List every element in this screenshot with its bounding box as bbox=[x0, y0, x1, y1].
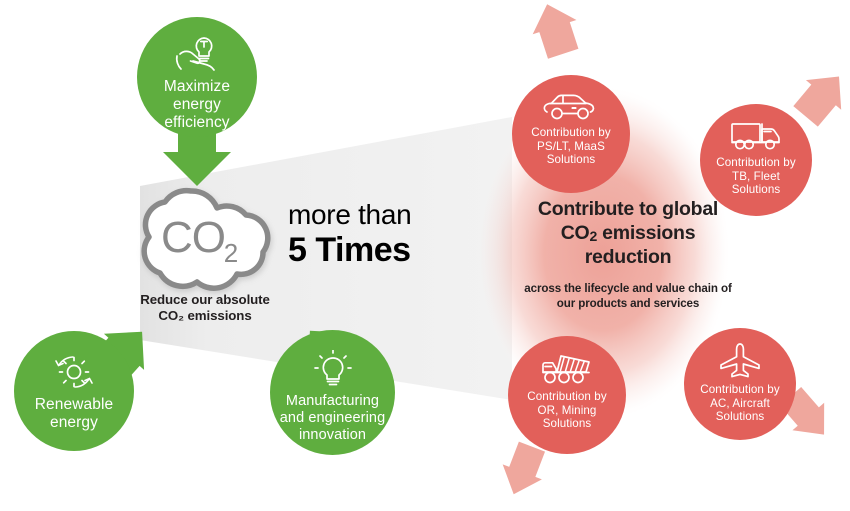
contribute-headline-block: Contribute to global CO2 emissions reduc… bbox=[508, 198, 748, 312]
driver-node-renewable-energy[interactable]: Renewable energy bbox=[14, 331, 134, 451]
contribution-label-ac-aircraft-solutions: Contribution by AC, Aircraft Solutions bbox=[696, 383, 783, 424]
contribute-heading: Contribute to global CO2 emissions reduc… bbox=[508, 198, 748, 269]
pink-arrow-down-left bbox=[502, 441, 546, 495]
driver-label-manufacturing-and-engineering-innovation: Manufacturing and engineering innovation bbox=[276, 393, 390, 443]
co2-subscript: 2 bbox=[589, 228, 597, 245]
contribution-label-tb-fleet-solutions: Contribution by TB, Fleet Solutions bbox=[712, 156, 799, 197]
co2-post: emissions bbox=[597, 221, 696, 244]
label-line: innovation bbox=[298, 426, 367, 443]
driver-node-manufacturing-and-engineering-innovation[interactable]: Manufacturing and engineering innovation bbox=[270, 330, 395, 455]
contribute-heading-line1: Contribute to global bbox=[537, 198, 719, 220]
label-line: Solutions bbox=[546, 153, 596, 167]
label-line: Contribution by bbox=[716, 156, 796, 169]
co2-cloud-icon: CO 2 bbox=[141, 187, 271, 291]
contribution-label-or-mining-solutions: Contribution by OR, Mining Solutions bbox=[523, 390, 610, 431]
contribute-subtitle-line2: our products and services bbox=[556, 297, 700, 311]
label-line: Solutions bbox=[731, 183, 781, 197]
label-line: and engineering bbox=[279, 409, 386, 426]
multiplier-headline: more than 5 Times bbox=[288, 199, 488, 270]
label-line: Contribution by bbox=[700, 383, 780, 396]
lightbulb-in-hand-icon bbox=[175, 37, 215, 71]
contribute-subtitle: across the lifecycle and value chain of … bbox=[508, 282, 748, 311]
label-line: TB, Fleet bbox=[732, 169, 780, 183]
label-line: Manufacturing bbox=[285, 393, 380, 409]
contribution-node-tb-fleet-solutions[interactable]: Contribution by TB, Fleet Solutions bbox=[700, 104, 812, 216]
contribute-subtitle-line1: across the lifecycle and value chain of bbox=[524, 282, 732, 296]
label-line: efficiency bbox=[164, 113, 230, 131]
truck-icon bbox=[731, 123, 780, 150]
contribute-heading-line2: CO2 emissions bbox=[508, 222, 748, 246]
driver-label-maximize-energy-efficiency: Maximize energy efficiency bbox=[160, 78, 234, 132]
contribution-node-ps-lt-maas-solutions[interactable]: Contribution by PS/LT, MaaS Solutions bbox=[512, 75, 630, 193]
airplane-icon bbox=[720, 343, 760, 378]
label-line: Maximize bbox=[163, 78, 231, 95]
label-line: Contribution by bbox=[531, 126, 611, 139]
svg-text:CO: CO bbox=[161, 213, 225, 262]
co2-caption-line1: Reduce our absolute bbox=[140, 292, 270, 307]
sun-recycle-icon bbox=[55, 356, 93, 388]
label-line: Contribution by bbox=[527, 390, 607, 403]
contribution-label-ps-lt-maas-solutions: Contribution by PS/LT, MaaS Solutions bbox=[527, 126, 614, 167]
label-line: AC, Aircraft bbox=[710, 396, 770, 410]
label-line: Solutions bbox=[542, 417, 592, 431]
pink-arrow-up-right bbox=[793, 76, 842, 127]
label-line: OR, Mining bbox=[537, 403, 597, 417]
svg-text:2: 2 bbox=[224, 238, 238, 268]
multiplier-value: 5 Times bbox=[288, 231, 411, 270]
pink-arrow-up-left bbox=[532, 4, 579, 59]
contribution-node-ac-aircraft-solutions[interactable]: Contribution by AC, Aircraft Solutions bbox=[684, 328, 796, 440]
label-line: Solutions bbox=[715, 410, 765, 424]
lightbulb-icon bbox=[313, 350, 352, 386]
dump-truck-icon bbox=[542, 355, 590, 384]
label-line: PS/LT, MaaS bbox=[537, 139, 605, 153]
label-line: energy bbox=[172, 95, 221, 113]
expanding-funnel bbox=[140, 117, 512, 400]
green-arrow-down bbox=[163, 122, 231, 186]
co2-cloud-caption: Reduce our absolute CO₂ emissions bbox=[108, 292, 302, 324]
driver-node-maximize-energy-efficiency[interactable]: Maximize energy efficiency bbox=[137, 17, 257, 137]
car-icon bbox=[543, 94, 595, 120]
contribute-heading-line3: reduction bbox=[584, 245, 672, 268]
co2-caption-line2: CO₂ emissions bbox=[158, 307, 252, 323]
co2-pre: CO bbox=[560, 221, 590, 244]
multiplier-prefix: more than bbox=[288, 199, 412, 230]
contribution-node-or-mining-solutions[interactable]: Contribution by OR, Mining Solutions bbox=[508, 336, 626, 454]
label-line: Renewable bbox=[34, 396, 114, 413]
driver-label-renewable-energy: Renewable energy bbox=[31, 396, 117, 432]
label-line: energy bbox=[49, 413, 98, 431]
